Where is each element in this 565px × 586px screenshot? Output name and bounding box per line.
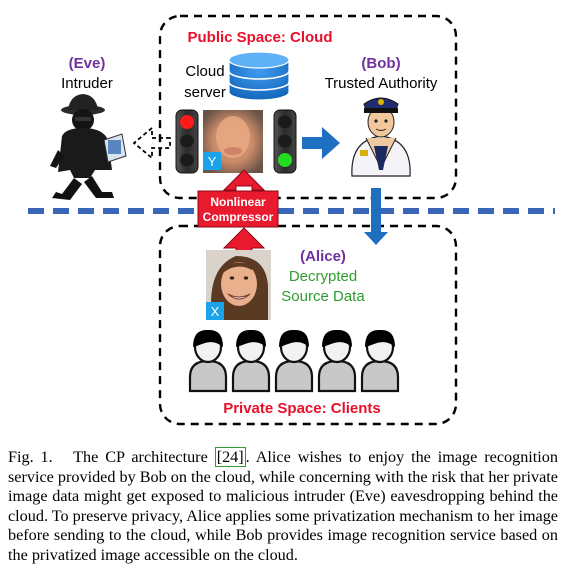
privatized-face-image	[203, 110, 263, 173]
database-icon	[228, 51, 290, 101]
badge-x	[206, 302, 224, 320]
caption-label: Fig. 1.	[8, 448, 53, 466]
compressor-flow	[197, 169, 279, 259]
client-person-icon	[274, 329, 314, 393]
cloud-server-label-line1: Cloud	[185, 63, 224, 80]
client-person-icon	[188, 329, 228, 393]
public-space-label: Public Space: Cloud	[187, 29, 332, 46]
cp-architecture-diagram: Public Space: Cloud Private Space: Clien…	[28, 14, 555, 426]
compressor-label-line1: Nonlinear	[210, 195, 266, 209]
arrow-up-to-cloud	[222, 169, 266, 191]
caption-citation-link[interactable]: [24]	[214, 447, 246, 467]
alice-desc-line2: Source Data	[281, 288, 365, 305]
arrow-bob-to-alice	[364, 188, 388, 245]
traffic-light-red-icon	[175, 109, 199, 174]
compressor-label-line2: Compressor	[203, 210, 274, 224]
private-space-label: Private Space: Clients	[223, 400, 381, 417]
figure-caption: Fig. 1. The CP architecture [24]. Alice …	[8, 447, 558, 565]
badge-y	[203, 152, 221, 170]
police-officer-icon	[351, 97, 411, 177]
clients-row	[188, 329, 400, 393]
alice-desc-line1: Decrypted	[289, 268, 357, 285]
client-person-icon	[317, 329, 357, 393]
compressor-box	[197, 190, 279, 228]
eavesdrop-arrow	[132, 126, 171, 160]
badge-y-label: Y	[208, 154, 217, 169]
intruder-icon	[50, 94, 127, 200]
bob-name: (Bob)	[361, 55, 400, 72]
alice-name: (Alice)	[300, 248, 346, 265]
arrow-to-bob	[302, 127, 340, 159]
eve-role: Intruder	[61, 75, 113, 92]
bob-role: Trusted Authority	[325, 75, 438, 92]
badge-x-label: X	[211, 304, 220, 319]
client-person-icon	[360, 329, 400, 393]
caption-text-before-cite: The CP architecture	[73, 448, 215, 466]
client-person-icon	[231, 329, 271, 393]
traffic-light-green-icon	[273, 109, 297, 174]
public-space-box	[158, 14, 458, 200]
cloud-server-label-line2: server	[184, 84, 226, 101]
eve-name: (Eve)	[69, 55, 106, 72]
caption-text-after-cite: . Alice wishes to enjoy the image recogn…	[8, 448, 558, 564]
private-space-box	[158, 224, 458, 426]
